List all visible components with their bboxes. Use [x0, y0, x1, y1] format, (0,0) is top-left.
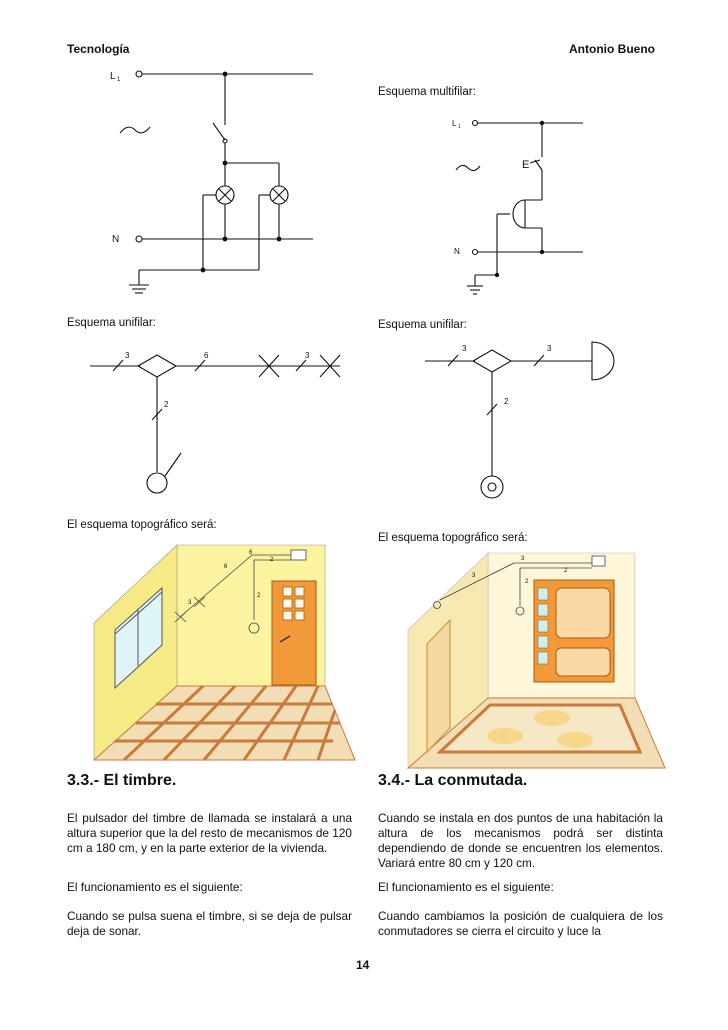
section-title-conmutada: 3.4.- La conmutada. [378, 772, 528, 789]
multifilar-diagram-right: L 1 E N [452, 119, 583, 295]
page-number: 14 [356, 958, 370, 972]
unifilar-diagram-left: 3 6 3 2 [90, 351, 341, 494]
wire-count: 3 [547, 344, 552, 353]
label-l1-sub: 1 [458, 124, 461, 130]
side-door [426, 618, 451, 754]
bell-box [591, 555, 606, 567]
label-n: N [112, 234, 119, 245]
topographic-room-left: 6 2 6 3 2 [92, 544, 356, 762]
bell-icon [591, 341, 615, 381]
caption-topo-right: El esquema topográfico será: [378, 532, 528, 544]
topographic-room-right: 3 2 3 2 [406, 552, 666, 769]
ac-symbol-icon [455, 164, 481, 172]
door [271, 580, 317, 686]
section-title-timbre: 3.3.- El timbre. [67, 772, 177, 789]
bell-box [290, 549, 307, 561]
caption-unifilar-right: Esquema unifilar: [378, 319, 467, 331]
unifilar-diagram-right: 3 3 2 [425, 341, 615, 499]
wire-count: 2 [270, 557, 274, 563]
wardrobe-mirror [555, 587, 611, 639]
bell-icon [512, 199, 526, 229]
switch-icon [146, 472, 168, 494]
paragraph: El funcionamiento es el siguiente: [378, 880, 554, 894]
wire-count: 2 [564, 568, 568, 574]
label-l1: L [110, 71, 116, 82]
label-l1: L [452, 119, 457, 128]
switch-icon [212, 122, 226, 141]
wire-count: 2 [525, 579, 529, 585]
ac-symbol-icon [119, 126, 151, 134]
paragraph: El pulsador del timbre de llamada se ins… [67, 811, 352, 855]
wire-count: 2 [257, 593, 261, 599]
ground-icon [467, 285, 483, 295]
label-n: N [454, 247, 460, 256]
header-left: Tecnología [67, 42, 130, 56]
wire-count: 2 [504, 397, 509, 406]
floor-grout [115, 684, 340, 762]
door-handle [279, 635, 291, 643]
label-e: E [522, 159, 529, 171]
caption-unifilar-left: Esquema unifilar: [67, 317, 156, 329]
wire-count: 6 [224, 564, 228, 570]
paragraph: Cuando se pulsa suena el timbre, si se d… [67, 909, 352, 938]
label-l1-sub: 1 [117, 77, 121, 83]
ground-icon [129, 284, 149, 294]
pushbutton-icon [515, 606, 525, 616]
wire-count: 6 [204, 351, 209, 360]
switch-icon [248, 622, 260, 634]
wire-count: 3 [462, 344, 467, 353]
wire-count: 3 [472, 573, 476, 579]
paragraph: El funcionamiento es el siguiente: [67, 880, 243, 894]
wire-count: 3 [188, 600, 192, 606]
wire-count: 3 [305, 351, 310, 360]
caption-topo-left: El esquema topográfico será: [67, 519, 217, 531]
paragraph: Cuando cambiamos la posición de cualquie… [378, 909, 663, 938]
wire-count: 2 [164, 400, 169, 409]
pushbutton-icon [480, 475, 504, 499]
header-right: Antonio Bueno [569, 42, 655, 56]
multifilar-diagram-left: L 1 N [110, 70, 313, 294]
switch-icon [433, 601, 441, 609]
wire-count: 3 [125, 351, 130, 360]
wire-count: 3 [521, 556, 525, 562]
wire-count: 6 [249, 550, 253, 556]
paragraph: Cuando se instala en dos puntos de una h… [378, 811, 663, 870]
caption-multifilar: Esquema multifilar: [378, 86, 476, 98]
